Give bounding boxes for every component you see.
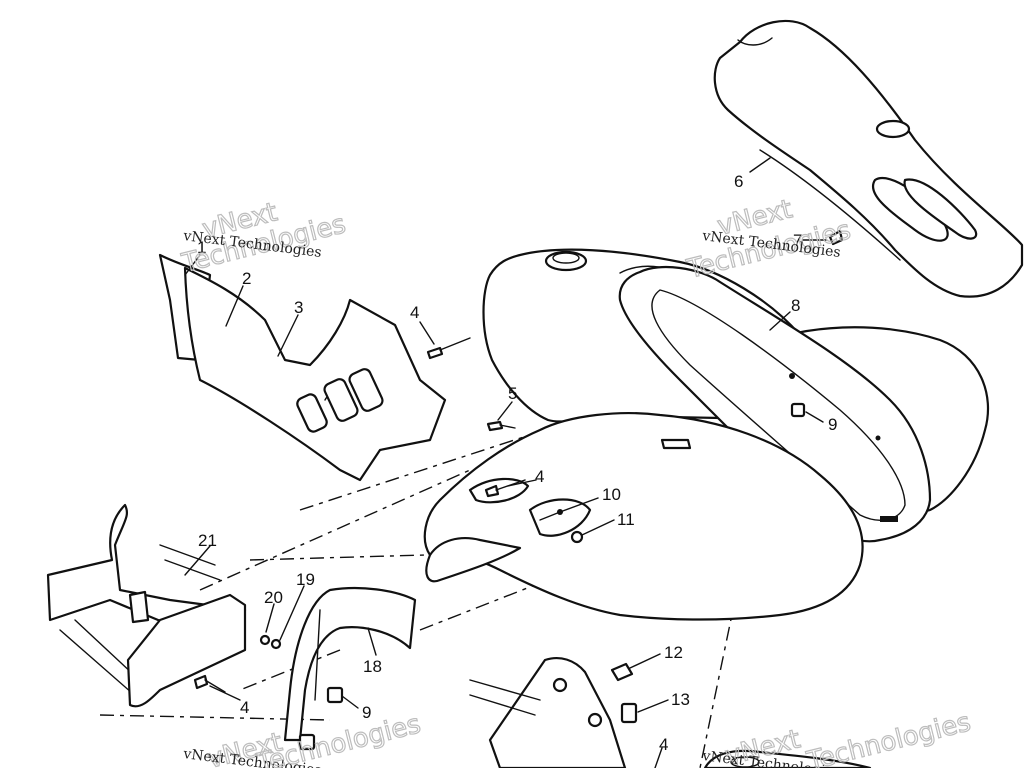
- clip-icon: [828, 229, 844, 246]
- leader-lines: [184, 157, 827, 768]
- bolt-icon: [486, 420, 516, 432]
- bottom-right-part: [703, 749, 872, 768]
- callout-6: 6: [734, 172, 743, 191]
- callout-10: 10: [602, 485, 621, 504]
- callout-12: 12: [664, 643, 683, 662]
- callout-20: 20: [264, 588, 283, 607]
- callout-1: 1: [197, 238, 206, 257]
- callout-4: 4: [410, 303, 419, 322]
- clip-icon: [790, 402, 806, 418]
- callout-9b: 9: [362, 703, 371, 722]
- callout-3: 3: [294, 298, 303, 317]
- callout-4d: 4: [659, 735, 668, 754]
- footwell-part: [46, 503, 247, 708]
- callouts: 1 2 3 4 5 4 10 11 6 7 8 9 21 20 19 18 4 …: [197, 172, 837, 754]
- callout-21: 21: [198, 531, 217, 550]
- side-panel-part: [158, 253, 447, 482]
- seat-rim-part: [618, 266, 932, 543]
- callout-4b: 4: [535, 467, 544, 486]
- watermark: vNext Technologies vNext Technologies: [683, 194, 854, 286]
- callout-7: 7: [793, 231, 802, 250]
- watermark-line2: Technologies: [803, 707, 973, 768]
- fasteners: [193, 229, 844, 693]
- callout-4c: 4: [240, 698, 249, 717]
- watermark: vNext Technologies vNext Technologies: [178, 197, 349, 280]
- seat-part: [713, 19, 1024, 298]
- callout-19: 19: [296, 570, 315, 589]
- nut-icon: [570, 530, 584, 544]
- front-fender-body: [423, 412, 864, 621]
- fender-flare-part: [283, 586, 417, 751]
- callout-11: 11: [617, 510, 635, 529]
- callout-8: 8: [791, 296, 800, 315]
- callout-5: 5: [508, 384, 517, 403]
- bracket-part: [469, 656, 638, 768]
- callout-18: 18: [363, 657, 382, 676]
- screw-icon: [270, 638, 282, 650]
- bolt-icon: [193, 674, 226, 693]
- callout-9: 9: [828, 415, 837, 434]
- callout-13: 13: [671, 690, 690, 709]
- callout-2: 2: [242, 269, 251, 288]
- bolt-icon: [426, 337, 471, 360]
- watermark: vNext vNext Technologies Technologies: [701, 707, 975, 768]
- nut-icon: [259, 634, 271, 646]
